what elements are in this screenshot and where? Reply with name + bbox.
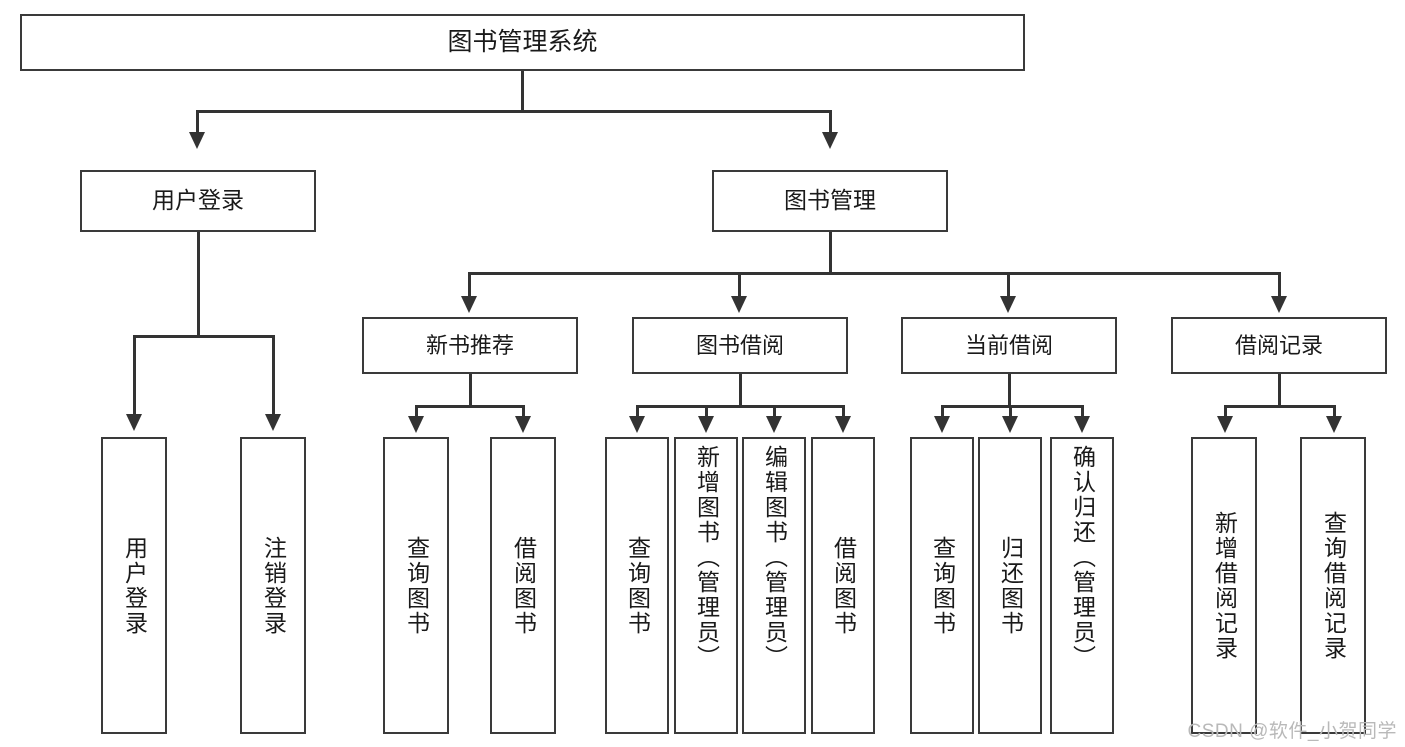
node-book-manage[interactable]: 图书管理 — [712, 170, 948, 232]
edge-current-borrow-bus — [941, 405, 1084, 408]
edge-book-manage-to-book-borrow — [738, 272, 741, 298]
edge-user-login-to-leaf-2 — [272, 335, 275, 416]
edge-book-borrow-stem — [739, 374, 742, 407]
arrow-user-login-to-leaf-2 — [265, 414, 281, 431]
node-borrow-record-label: 借阅记录 — [1234, 332, 1323, 358]
edge-user-login-bus — [133, 335, 275, 338]
leaf-borrow-book-1-label: 借阅图书 — [510, 535, 537, 636]
node-book-manage-label: 图书管理 — [784, 187, 876, 214]
edge-book-borrow-to-leaf-4 — [842, 405, 845, 418]
edge-root-bus — [196, 110, 832, 113]
leaf-confirm-return[interactable]: 确认归还（管理员） — [1050, 437, 1114, 734]
node-root-label: 图书管理系统 — [447, 27, 598, 56]
edge-book-borrow-to-leaf-3 — [773, 405, 776, 418]
edge-current-borrow-to-leaf-2 — [1009, 405, 1012, 418]
leaf-user-logout[interactable]: 注销登录 — [240, 437, 306, 734]
arrow-user-login-to-leaf-1 — [126, 414, 142, 431]
leaf-query-book-1[interactable]: 查询图书 — [383, 437, 449, 734]
edge-book-borrow-to-leaf-2 — [705, 405, 708, 418]
edge-borrow-record-to-leaf-1 — [1224, 405, 1227, 418]
arrow-root-to-book-manage — [822, 132, 838, 149]
arrow-book-manage-to-current-borrow — [1000, 296, 1016, 313]
arrow-book-manage-to-borrow-record — [1271, 296, 1287, 313]
edge-new-book-to-leaf-1 — [415, 405, 418, 418]
leaf-query-book-3-label: 查询图书 — [929, 535, 956, 636]
arrow-book-borrow-to-leaf-3 — [766, 416, 782, 433]
node-book-borrow-label: 图书借阅 — [695, 332, 784, 358]
edge-current-borrow-to-leaf-1 — [941, 405, 944, 418]
leaf-confirm-return-label: 确认归还（管理员） — [1069, 445, 1096, 670]
leaf-return-book-label: 归还图书 — [997, 535, 1024, 636]
edge-new-book-to-leaf-2 — [522, 405, 525, 418]
leaf-add-book[interactable]: 新增图书（管理员） — [674, 437, 738, 734]
leaf-add-record-label: 新增借阅记录 — [1211, 510, 1238, 661]
leaf-edit-book[interactable]: 编辑图书（管理员） — [742, 437, 806, 734]
leaf-return-book[interactable]: 归还图书 — [978, 437, 1042, 734]
edge-user-login-to-leaf-1 — [133, 335, 136, 416]
leaf-user-login[interactable]: 用户登录 — [101, 437, 167, 734]
node-current-borrow[interactable]: 当前借阅 — [901, 317, 1117, 374]
edge-current-borrow-stem — [1008, 374, 1011, 407]
leaf-query-book-3[interactable]: 查询图书 — [910, 437, 974, 734]
leaf-query-book-1-label: 查询图书 — [403, 535, 430, 636]
arrow-book-borrow-to-leaf-1 — [629, 416, 645, 433]
arrow-borrow-record-to-leaf-2 — [1326, 416, 1342, 433]
node-root[interactable]: 图书管理系统 — [20, 14, 1025, 71]
arrow-borrow-record-to-leaf-1 — [1217, 416, 1233, 433]
arrow-book-manage-to-new-book — [461, 296, 477, 313]
leaf-query-book-2-label: 查询图书 — [624, 535, 651, 636]
edge-root-to-user-login — [196, 110, 199, 134]
leaf-borrow-book-2-label: 借阅图书 — [830, 535, 857, 636]
arrow-new-book-to-leaf-2 — [515, 416, 531, 433]
leaf-borrow-book-2[interactable]: 借阅图书 — [811, 437, 875, 734]
edge-book-manage-to-current-borrow — [1007, 272, 1010, 298]
node-user-login[interactable]: 用户登录 — [80, 170, 316, 232]
edge-root-to-book-manage — [829, 110, 832, 134]
edge-user-login-stem — [197, 232, 200, 337]
leaf-add-book-label: 新增图书（管理员） — [693, 445, 720, 670]
edge-book-manage-to-new-book — [468, 272, 471, 298]
arrow-book-borrow-to-leaf-4 — [835, 416, 851, 433]
arrow-current-borrow-to-leaf-2 — [1002, 416, 1018, 433]
leaf-edit-book-label: 编辑图书（管理员） — [761, 445, 788, 670]
node-new-book-recommend[interactable]: 新书推荐 — [362, 317, 578, 374]
edge-root-stem — [521, 71, 524, 112]
leaf-add-record[interactable]: 新增借阅记录 — [1191, 437, 1257, 734]
arrow-book-borrow-to-leaf-2 — [698, 416, 714, 433]
edge-book-manage-stem — [829, 232, 832, 274]
edge-borrow-record-to-leaf-2 — [1333, 405, 1336, 418]
arrow-book-manage-to-book-borrow — [731, 296, 747, 313]
arrow-root-to-user-login — [189, 132, 205, 149]
edge-new-book-stem — [469, 374, 472, 407]
edge-borrow-record-stem — [1278, 374, 1281, 407]
arrow-new-book-to-leaf-1 — [408, 416, 424, 433]
node-user-login-label: 用户登录 — [152, 187, 244, 214]
node-borrow-record[interactable]: 借阅记录 — [1171, 317, 1387, 374]
node-book-borrow[interactable]: 图书借阅 — [632, 317, 848, 374]
arrow-current-borrow-to-leaf-3 — [1074, 416, 1090, 433]
leaf-query-book-2[interactable]: 查询图书 — [605, 437, 669, 734]
leaf-query-record-label: 查询借阅记录 — [1320, 510, 1347, 661]
edge-borrow-record-bus — [1224, 405, 1335, 408]
edge-book-manage-bus — [468, 272, 1280, 275]
edge-book-manage-to-borrow-record — [1278, 272, 1281, 298]
node-current-borrow-label: 当前借阅 — [964, 332, 1053, 358]
node-new-book-recommend-label: 新书推荐 — [425, 332, 514, 358]
edge-book-borrow-bus — [636, 405, 844, 408]
arrow-current-borrow-to-leaf-1 — [934, 416, 950, 433]
edge-new-book-bus — [415, 405, 525, 408]
leaf-query-record[interactable]: 查询借阅记录 — [1300, 437, 1366, 734]
leaf-user-login-label: 用户登录 — [121, 535, 148, 636]
edge-book-borrow-to-leaf-1 — [636, 405, 639, 418]
leaf-user-logout-label: 注销登录 — [260, 535, 287, 636]
edge-current-borrow-to-leaf-3 — [1081, 405, 1084, 418]
leaf-borrow-book-1[interactable]: 借阅图书 — [490, 437, 556, 734]
